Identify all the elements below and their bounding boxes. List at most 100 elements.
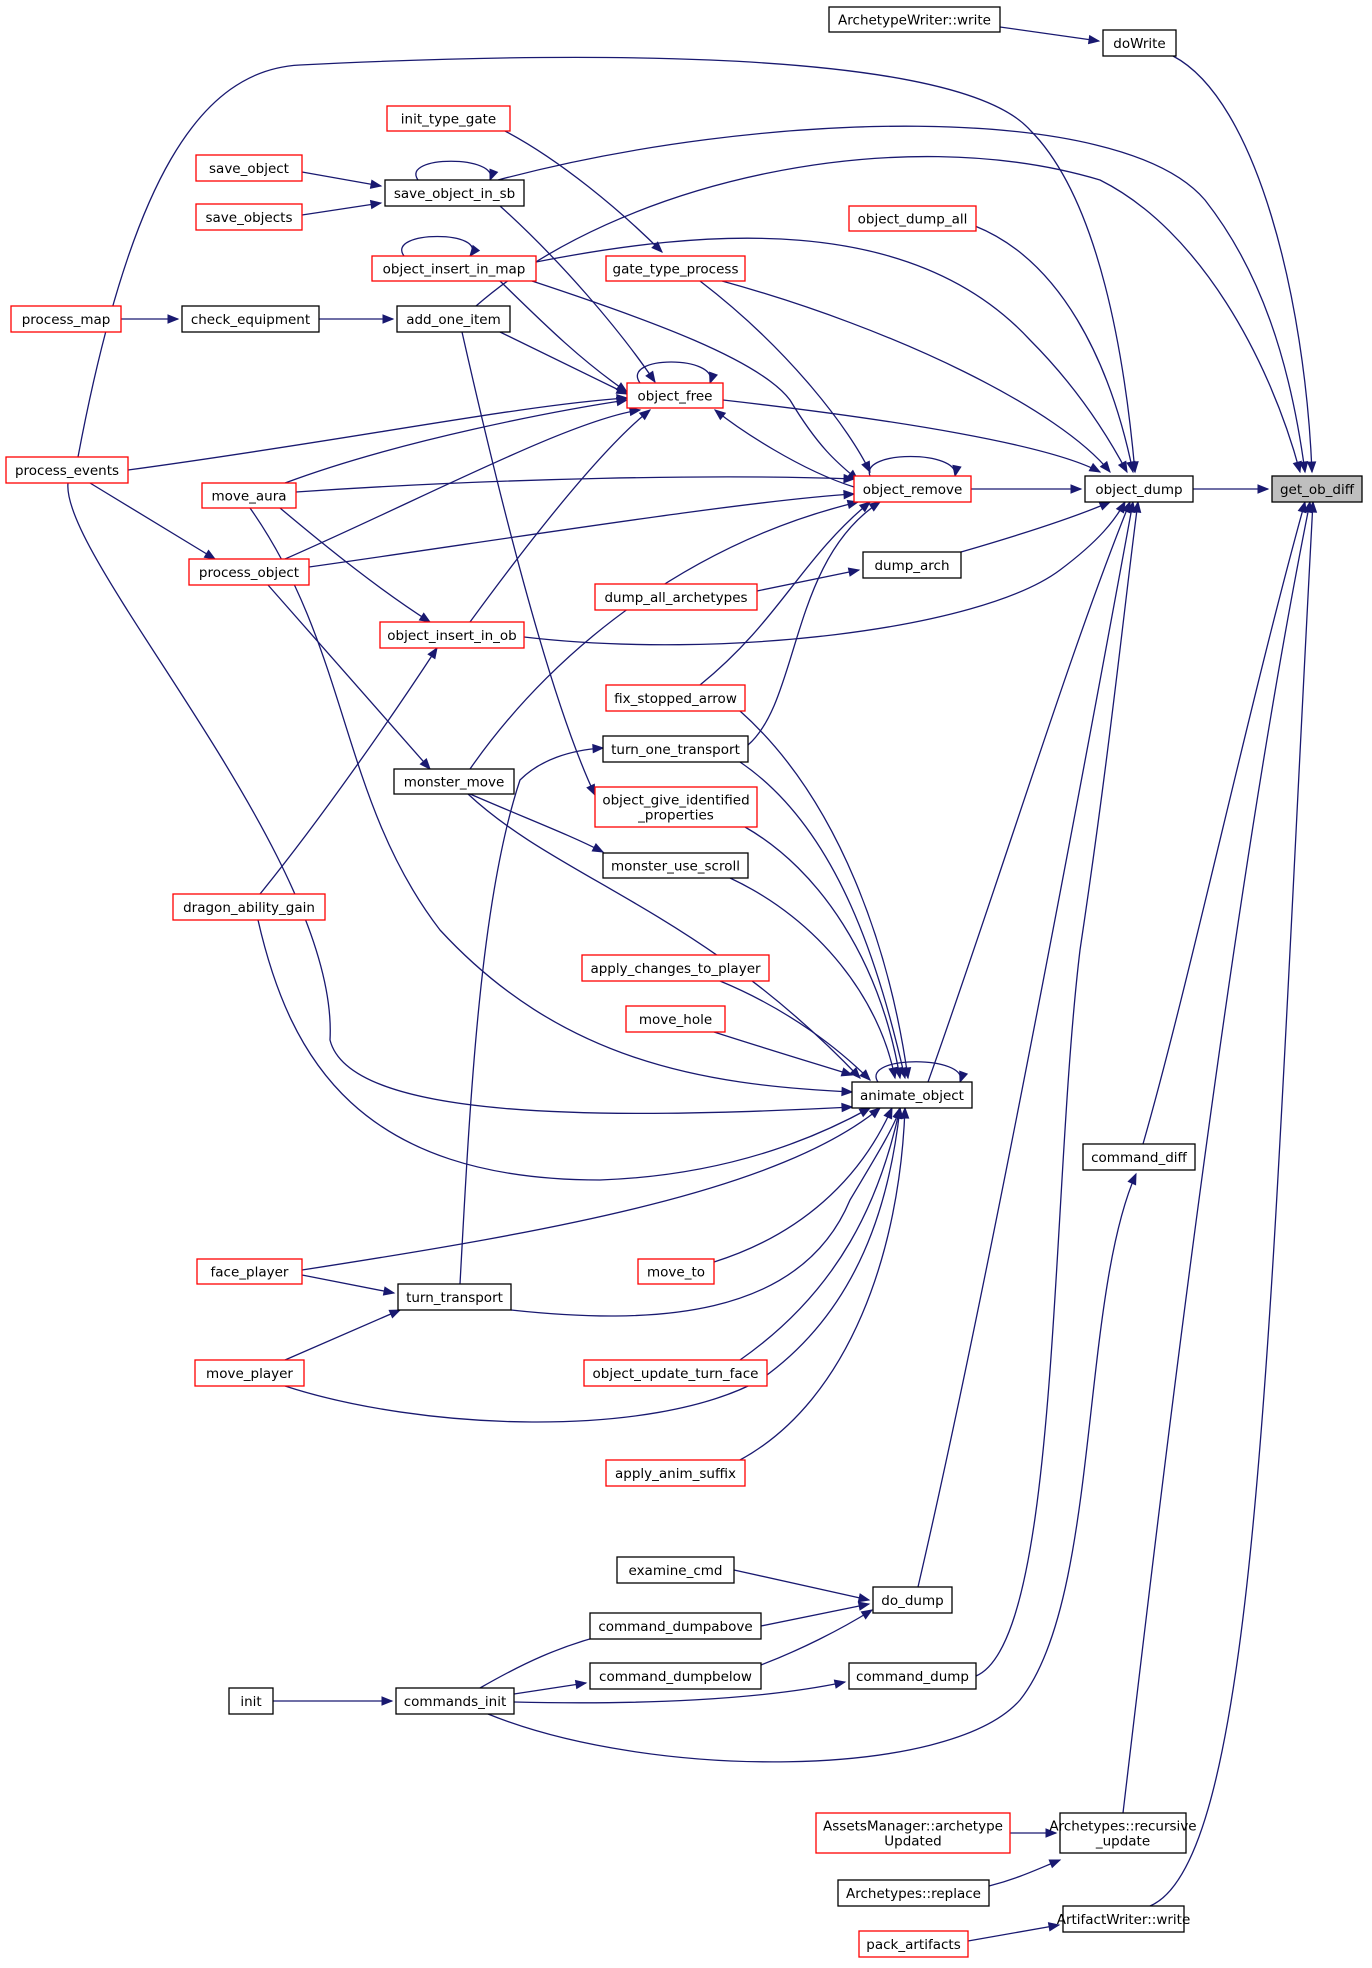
node-label-object_dump_all: object_dump_all — [858, 212, 968, 228]
node-move_player[interactable]: move_player — [194, 1359, 305, 1387]
node-object_remove[interactable]: object_remove — [853, 475, 972, 503]
node-dump_all_archetypes[interactable]: dump_all_archetypes — [594, 583, 758, 611]
arrowhead-process_events-to-process_object — [203, 549, 217, 560]
node-move_aura[interactable]: move_aura — [201, 482, 297, 509]
node-monster_use_scroll[interactable]: monster_use_scroll — [602, 852, 749, 879]
node-save_object_in_sb[interactable]: save_object_in_sb — [384, 179, 525, 207]
arrowhead-object_remove-to-object_dump — [1070, 484, 1083, 494]
node-box-move_aura — [201, 482, 297, 509]
node-box-object_dump — [1084, 475, 1194, 503]
node-label-apply_changes_to_player: apply_changes_to_player — [590, 961, 761, 977]
nodes-layer: ArchetypeWriter::writedoWriteinit_type_g… — [5, 6, 1363, 1958]
node-box-monster_move — [393, 768, 515, 795]
node-turn_one_transport[interactable]: turn_one_transport — [602, 735, 749, 763]
node-command_dumpbelow[interactable]: command_dumpbelow — [589, 1662, 762, 1690]
node-monster_move[interactable]: monster_move — [393, 768, 515, 795]
node-label-move_player: move_player — [206, 1366, 293, 1382]
edge-archetypes_recursive_update-to-get_ob_diff — [1122, 501, 1311, 1814]
node-init_type_gate[interactable]: init_type_gate — [386, 105, 511, 132]
node-label-archetypes_replace: Archetypes::replace — [846, 1886, 981, 1902]
node-move_to[interactable]: move_to — [637, 1258, 715, 1285]
edge-save_object_in_sb-to-get_ob_diff — [497, 125, 1306, 473]
node-save_object[interactable]: save_object — [195, 154, 303, 182]
node-object_give_identified_properties[interactable]: object_give_identified_properties — [594, 786, 758, 828]
edge-apply_anim_suffix-to-animate_object — [739, 1107, 906, 1461]
node-process_object[interactable]: process_object — [188, 558, 310, 586]
node-object_dump[interactable]: object_dump — [1084, 475, 1194, 503]
node-box-command_dump — [848, 1662, 977, 1690]
node-animate_object[interactable]: animate_object — [851, 1081, 973, 1109]
node-command_dumpabove[interactable]: command_dumpabove — [589, 1612, 762, 1640]
arrowhead-object_remove-to-object_remove — [952, 464, 962, 478]
node-box-process_object — [188, 558, 310, 586]
edge-turn_one_transport-to-object_remove — [747, 501, 881, 746]
node-do_dump[interactable]: do_dump — [872, 1586, 953, 1614]
node-dowrite[interactable]: doWrite — [1102, 29, 1177, 57]
arrowhead-object_insert_in_ob-to-object_free — [638, 409, 652, 421]
arrowhead-dowrite-to-get_ob_diff — [1306, 461, 1317, 474]
node-save_objects[interactable]: save_objects — [195, 203, 303, 231]
node-command_dump[interactable]: command_dump — [848, 1662, 977, 1690]
node-object_update_turn_face[interactable]: object_update_turn_face — [583, 1359, 768, 1387]
edge-move_aura-to-object_free — [284, 399, 628, 484]
node-pack_artifacts[interactable]: pack_artifacts — [858, 1930, 969, 1958]
node-fix_stopped_arrow[interactable]: fix_stopped_arrow — [605, 684, 746, 712]
node-apply_changes_to_player[interactable]: apply_changes_to_player — [581, 954, 770, 982]
node-turn_transport[interactable]: turn_transport — [397, 1283, 512, 1311]
arrowhead-init_type_gate-to-gate_type_process — [651, 241, 663, 253]
node-check_equipment[interactable]: check_equipment — [181, 305, 320, 333]
edge-add_one_item-to-get_ob_diff — [475, 155, 1301, 473]
arrowhead-object_free-to-object_free — [709, 371, 718, 385]
node-add_one_item[interactable]: add_one_item — [396, 305, 511, 333]
node-get_ob_diff[interactable]: get_ob_diff — [1271, 475, 1363, 503]
node-move_hole[interactable]: move_hole — [625, 1005, 726, 1033]
node-label-dowrite: doWrite — [1113, 36, 1165, 52]
node-dragon_ability_gain[interactable]: dragon_ability_gain — [172, 893, 326, 921]
edge-object_update_turn_face-to-animate_object — [739, 1107, 901, 1361]
node-box-archetypewriter_write — [828, 6, 1001, 33]
node-label-do_dump: do_dump — [881, 1593, 943, 1609]
arrowhead-process_object-to-object_free — [628, 406, 642, 417]
node-label-turn_one_transport: turn_one_transport — [611, 742, 740, 758]
node-box-animate_object — [851, 1081, 973, 1109]
node-gate_type_process[interactable]: gate_type_process — [605, 255, 746, 282]
edge-object_insert_in_map-to-object_dump — [535, 237, 1128, 473]
arrowhead-object_update_turn_face-to-animate_object — [893, 1106, 903, 1120]
node-artifactwriter_write[interactable]: ArtifactWriter::write — [1057, 1905, 1191, 1933]
arrowhead-process_events-to-animate_object — [841, 1102, 854, 1113]
arrowhead-add_one_item-to-get_ob_diff — [1292, 460, 1302, 474]
node-object_insert_in_map[interactable]: object_insert_in_map — [371, 255, 537, 282]
node-object_free[interactable]: object_free — [626, 382, 724, 409]
arrowhead-dump_arch-to-object_dump — [1098, 501, 1112, 511]
arrowhead-add_one_item-to-object_give_identified_properties — [586, 783, 596, 797]
node-dump_arch[interactable]: dump_arch — [862, 551, 962, 579]
node-object_dump_all[interactable]: object_dump_all — [848, 205, 977, 232]
node-label-pack_artifacts: pack_artifacts — [866, 1937, 960, 1953]
node-face_player[interactable]: face_player — [196, 1258, 303, 1285]
edge-object_remove-to-object_remove — [868, 455, 956, 477]
node-box-monster_use_scroll — [602, 852, 749, 879]
arrowhead-gate_type_process-to-object_remove — [861, 460, 871, 474]
node-label-object_give_identified_properties: _properties — [637, 808, 714, 824]
edge-process_events-to-animate_object — [67, 482, 853, 1115]
node-process_events[interactable]: process_events — [5, 456, 129, 484]
node-apply_anim_suffix[interactable]: apply_anim_suffix — [605, 1459, 746, 1487]
node-label-object_update_turn_face: object_update_turn_face — [593, 1366, 759, 1382]
edge-process_events-to-object_free — [127, 397, 628, 471]
node-object_insert_in_ob[interactable]: object_insert_in_ob — [379, 621, 525, 649]
node-process_map[interactable]: process_map — [10, 305, 122, 333]
node-box-init — [228, 1687, 274, 1715]
edge-process_events-to-object_dump — [77, 56, 1136, 473]
node-box-object_give_identified_properties — [594, 786, 758, 828]
node-examine_cmd[interactable]: examine_cmd — [616, 1556, 735, 1584]
node-init[interactable]: init — [228, 1687, 274, 1715]
node-archetypewriter_write[interactable]: ArchetypeWriter::write — [828, 6, 1001, 33]
edge-gate_type_process-to-object_dump — [721, 280, 1111, 473]
arrowhead-object_remove-to-object_free — [713, 409, 727, 421]
node-box-save_object — [195, 154, 303, 182]
node-commands_init[interactable]: commands_init — [395, 1687, 515, 1715]
node-archetypes_recursive_update[interactable]: Archetypes::recursive_update — [1049, 1812, 1197, 1854]
node-command_diff[interactable]: command_diff — [1082, 1143, 1196, 1171]
node-archetypes_replace[interactable]: Archetypes::replace — [837, 1879, 990, 1907]
